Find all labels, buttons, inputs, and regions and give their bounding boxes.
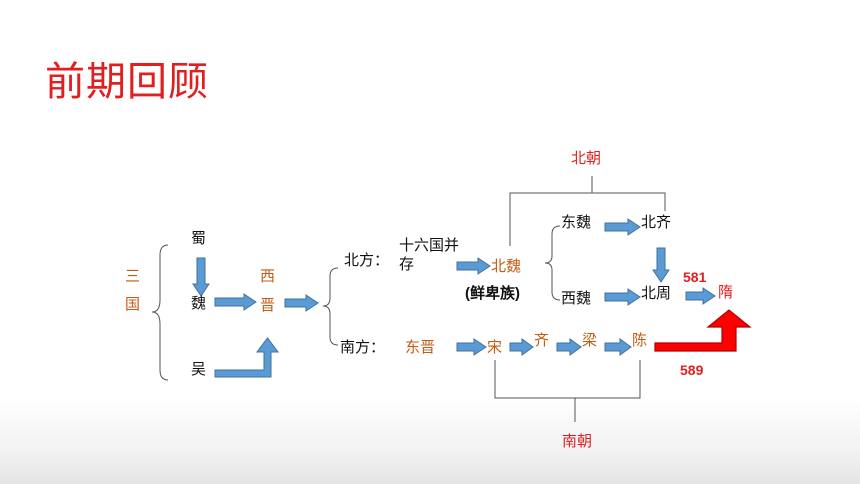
arrow-liang-to-chen	[604, 338, 632, 356]
eastern-jin: 东晋	[405, 339, 436, 356]
kingdom-wu: 吴	[191, 361, 207, 378]
song-dynasty: 宋	[487, 339, 503, 356]
arrow-shu-to-wei	[192, 257, 210, 297]
kingdom-shu: 蜀	[191, 230, 207, 247]
northern-zhou: 北周	[641, 285, 672, 302]
north-label: 北方：	[344, 252, 390, 269]
northern-wei: 北魏	[491, 258, 522, 275]
arrow-northern-qi-to-northern-zhou	[652, 247, 670, 283]
arrow-song-to-qi	[509, 338, 534, 356]
sixteen-kingdoms-line-2: 存	[399, 256, 415, 273]
western-wei: 西魏	[561, 290, 592, 307]
north-south-brace	[322, 267, 339, 346]
arrow-northern-zhou-to-sui	[685, 287, 716, 305]
liang-dynasty: 梁	[582, 332, 598, 349]
three-kingdoms-label-1: 三	[125, 268, 141, 285]
kingdom-wei: 魏	[191, 295, 207, 312]
arrow-sixteen-kingdoms-to-northern-wei	[456, 257, 491, 275]
page-title: 前期回顾	[45, 60, 209, 104]
southern-dynasties-bracket	[494, 360, 641, 399]
western-jin-char-2: 晋	[260, 297, 276, 314]
northern-dynasties-bracket	[509, 192, 666, 246]
chen-dynasty: 陈	[632, 332, 648, 349]
sixteen-kingdoms-line-1: 十六国并	[399, 237, 460, 254]
sui-year-589: 589	[680, 362, 704, 378]
qi-dynasty: 齐	[534, 332, 550, 349]
northern-qi: 北齐	[641, 214, 672, 231]
arrow-western-wei-to-northern-zhou	[604, 288, 641, 306]
arrow-eastern-jin-to-song	[456, 338, 487, 356]
arrow-western-jin-to-split	[284, 294, 319, 312]
xianbei-ethnicity-note: (鲜卑族)	[465, 285, 520, 302]
arrow-wei-to-western-jin	[214, 293, 257, 311]
arrow-qi-to-liang	[556, 338, 582, 356]
three-kingdoms-label-2: 国	[125, 296, 141, 313]
sui-year-581: 581	[683, 269, 707, 285]
arrow-eastern-wei-to-northern-qi	[604, 218, 641, 236]
southern-dynasties-label: 南朝	[562, 433, 593, 450]
south-label: 南方：	[340, 339, 386, 356]
arrow-chen-to-sui	[654, 309, 752, 352]
northern-dynasties-label: 北朝	[571, 150, 602, 167]
three-kingdoms-brace	[151, 244, 169, 381]
eastern-wei: 东魏	[561, 214, 592, 231]
western-jin-char-1: 西	[260, 268, 276, 285]
sui-dynasty: 隋	[718, 284, 734, 301]
northern-wei-split-brace	[544, 225, 561, 301]
arrow-wu-to-western-jin	[214, 337, 279, 378]
